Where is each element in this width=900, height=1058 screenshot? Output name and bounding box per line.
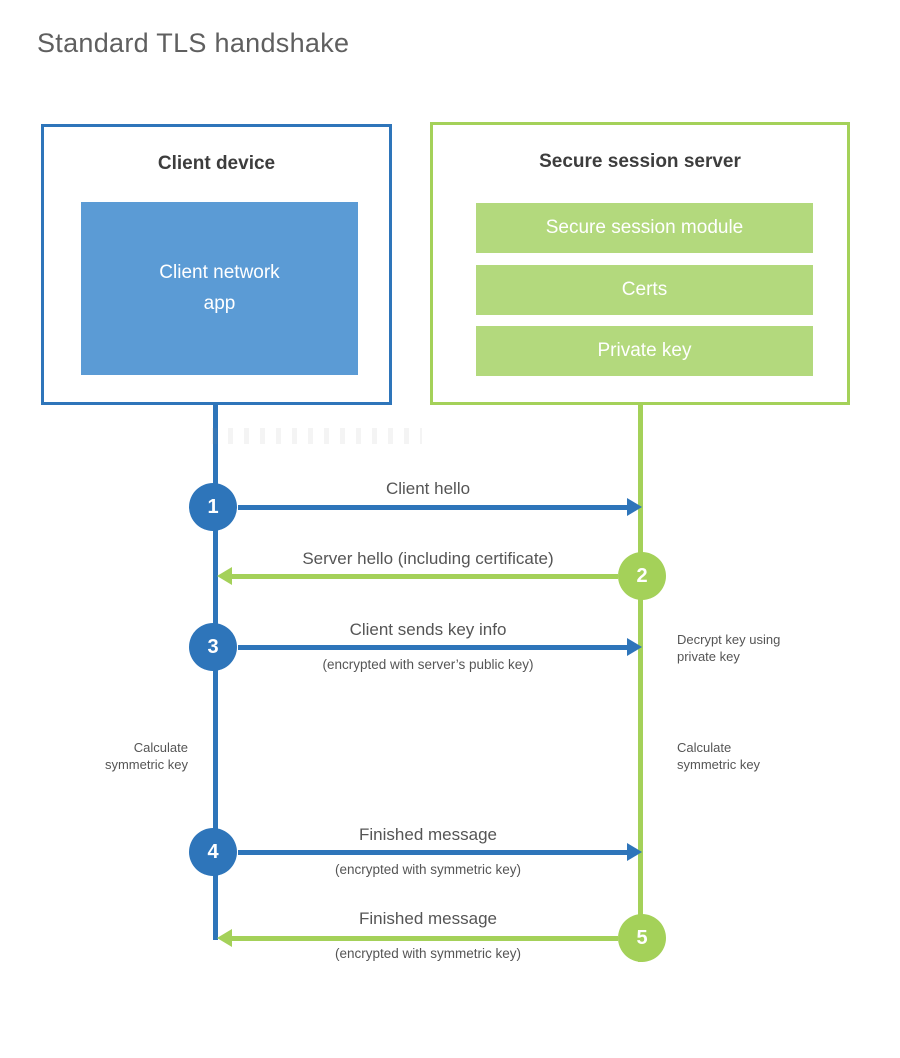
step-badge-3: 3 bbox=[189, 623, 237, 671]
message-sublabel-step3: (encrypted with server’s public key) bbox=[322, 657, 534, 672]
step-badge-4: 4 bbox=[189, 828, 237, 876]
arrow-head-right-icon bbox=[627, 498, 642, 516]
step-badge-1: 1 bbox=[189, 483, 237, 531]
client-device-title: Client device bbox=[157, 153, 276, 174]
server-module-certs: Certs bbox=[476, 265, 813, 315]
arrow-head-right-icon bbox=[627, 843, 642, 861]
client-network-app-block: Client network app bbox=[81, 202, 358, 375]
arrow-shaft-step4 bbox=[238, 850, 628, 855]
server-module-private-key: Private key bbox=[476, 326, 813, 376]
secure-session-server-box: Secure session server Secure session mod… bbox=[430, 122, 850, 405]
note-calculate-symmetric-key-server: Calculate symmetric key bbox=[677, 740, 761, 772]
message-sublabel-step5: (encrypted with symmetric key) bbox=[334, 946, 522, 961]
message-label-step3: Client sends key info bbox=[349, 620, 507, 639]
message-label-step1: Client hello bbox=[385, 479, 471, 498]
arrow-shaft-step2 bbox=[231, 574, 618, 579]
arrow-head-right-icon bbox=[627, 638, 642, 656]
page-title: Standard TLS handshake bbox=[37, 28, 350, 58]
note-decrypt-key: Decrypt key using private key bbox=[677, 632, 781, 664]
server-lifeline bbox=[638, 403, 643, 962]
client-lifeline bbox=[213, 404, 218, 940]
arrow-shaft-step5 bbox=[231, 936, 618, 941]
faint-artifact bbox=[212, 428, 422, 444]
server-module-secure-session: Secure session module bbox=[476, 203, 813, 253]
arrow-head-left-icon bbox=[217, 567, 232, 585]
arrow-head-left-icon bbox=[217, 929, 232, 947]
step-badge-5: 5 bbox=[618, 914, 666, 962]
arrow-shaft-step3 bbox=[238, 645, 628, 650]
message-label-step5: Finished message bbox=[359, 909, 497, 928]
client-device-box: Client device Client network app bbox=[41, 124, 392, 405]
message-label-step4: Finished message bbox=[359, 825, 497, 844]
server-title: Secure session server bbox=[539, 151, 741, 172]
message-sublabel-step4: (encrypted with symmetric key) bbox=[334, 862, 522, 877]
note-calculate-symmetric-key-client: Calculate symmetric key bbox=[104, 740, 188, 772]
message-label-step2: Server hello (including certificate) bbox=[302, 549, 554, 568]
arrow-shaft-step1 bbox=[238, 505, 628, 510]
step-badge-2: 2 bbox=[618, 552, 666, 600]
